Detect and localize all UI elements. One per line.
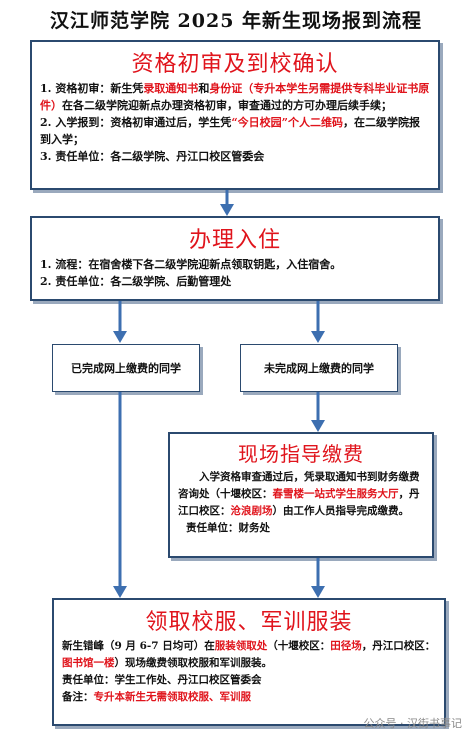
watermark: 公众号 · 汉街书事记	[363, 717, 463, 730]
arrow-down-uniform-icon	[311, 558, 325, 598]
uniform-pickup-note: 备注：专升本新生无需领取校服、军训服	[62, 691, 251, 703]
qualification-step-2: 2. 入学报到：资格初审通过后，学生凭“今日校园”个人二维码，在二级学院报到入学…	[40, 116, 420, 146]
arrow-down-icon	[220, 190, 234, 216]
check-in-step-1: 1. 流程：在宿舍楼下各二级学院迎新点领取钥匙，入住宿舍。	[40, 258, 342, 271]
qualification-step-3: 3. 责任单位：各二级学院、丹江口校区管委会	[40, 150, 265, 163]
fee-guidance-title: 现场指导缴费	[238, 442, 364, 466]
uniform-pickup-responsible: 责任单位：学生工作处、丹江口校区管委会	[62, 674, 262, 686]
paid-online-branch: 已完成网上缴费的同学	[52, 344, 200, 392]
arrow-down-fee-icon	[311, 392, 325, 432]
uniform-pickup-box: 领取校服、军训服装 新生错峰（9 月 6-7 日均可）在服装领取处（十堰校区：田…	[52, 598, 446, 726]
unpaid-online-branch: 未完成网上缴费的同学	[240, 344, 398, 392]
arrow-down-left-icon	[113, 301, 127, 343]
qualification-check-box: 资格初审及到校确认 1. 资格初审：新生凭录取通知书和身份证（专升本学生另需提供…	[30, 40, 440, 190]
check-in-box: 办理入住 1. 流程：在宿舍楼下各二级学院迎新点领取钥匙，入住宿舍。 2. 责任…	[30, 216, 440, 301]
uniform-pickup-text: 新生错峰（9 月 6-7 日均可）在服装领取处（十堰校区：田径场，丹江口校区：图…	[62, 640, 436, 669]
fee-guidance-text: 入学资格审查通过后，凭录取通知书到财务缴费咨询处（十堰校区：春雪楼一站式学生服务…	[178, 471, 420, 517]
fee-guidance-responsible: 责任单位：财务处	[186, 522, 270, 534]
check-in-step-2: 2. 责任单位：各二级学院、后勤管理处	[40, 275, 232, 288]
fee-guidance-box: 现场指导缴费 入学资格审查通过后，凭录取通知书到财务缴费咨询处（十堰校区：春雪楼…	[168, 432, 434, 558]
page-title: 汉江师范学院 2025 年新生现场报到流程	[49, 10, 423, 32]
check-in-title: 办理入住	[188, 228, 281, 253]
arrow-down-long-icon	[113, 392, 127, 598]
qualification-step-1: 1. 资格初审：新生凭录取通知书和身份证（专升本学生另需提供专科毕业证书原件）在…	[40, 82, 430, 112]
uniform-pickup-title: 领取校服、军训服装	[145, 610, 353, 635]
arrow-down-right-icon	[311, 301, 325, 343]
qualification-check-title: 资格初审及到校确认	[131, 52, 339, 77]
